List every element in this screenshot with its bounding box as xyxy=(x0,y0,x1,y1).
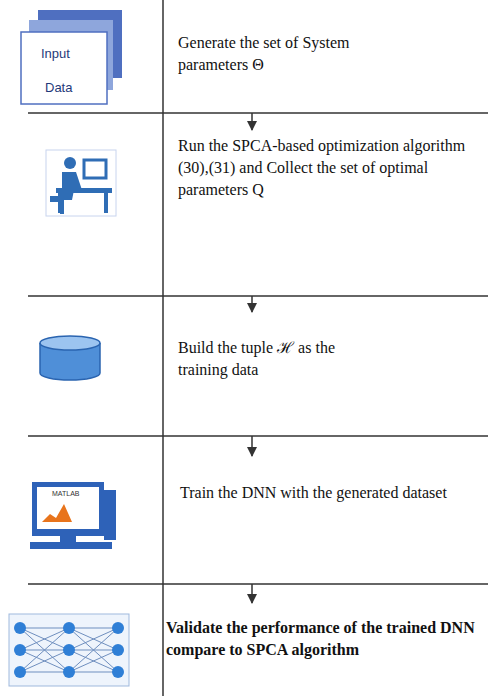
step-text: Run the SPCA-based optimization algorith… xyxy=(178,135,484,201)
icon-label: MATLAB xyxy=(52,490,80,497)
process-step: Train the DNN with the generated dataset xyxy=(180,456,484,584)
flow-arrow xyxy=(251,113,253,130)
process-step: Validate the performance of the trained … xyxy=(166,603,482,661)
icon-label: Data xyxy=(45,80,72,95)
step-text: Validate the performance of the trained … xyxy=(166,617,482,661)
process-step: Build the tuple ℋ as the training data xyxy=(178,312,338,436)
icon-label: Input xyxy=(41,46,70,61)
process-step: Generate the set of System parameters Θ xyxy=(178,32,378,113)
step-text: Train the DNN with the generated dataset xyxy=(180,482,484,504)
step-text: Build the tuple ℋ as the training data xyxy=(178,337,338,381)
flow-arrow xyxy=(251,436,253,456)
process-step: Run the SPCA-based optimization algorith… xyxy=(178,130,484,296)
flow-arrow xyxy=(251,584,253,603)
flow-arrow xyxy=(251,296,253,312)
step-text: Generate the set of System parameters Θ xyxy=(178,32,378,76)
